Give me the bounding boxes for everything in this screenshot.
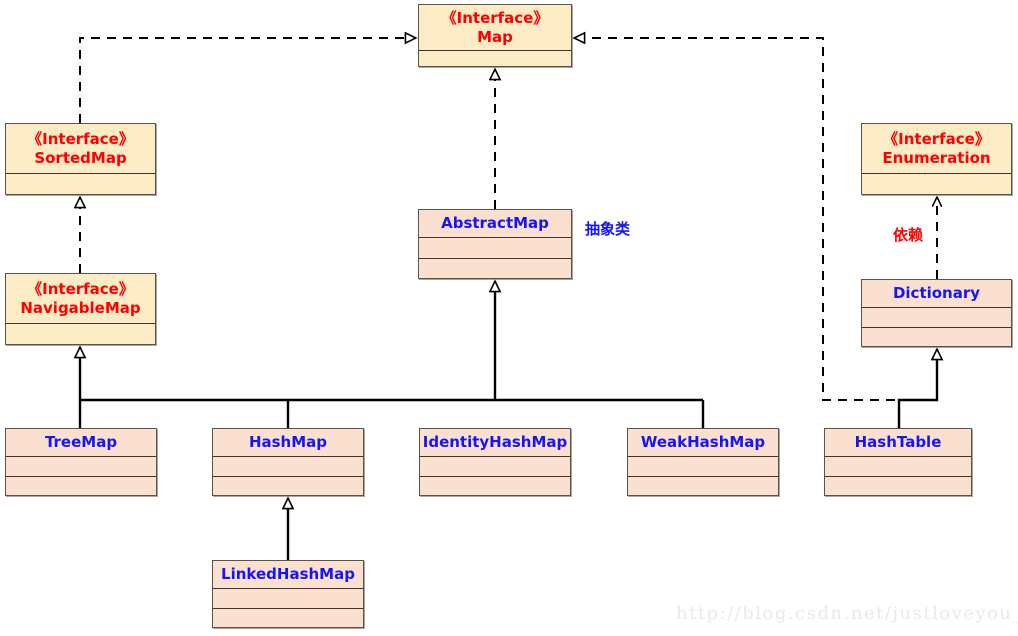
node-hashmap-methods — [213, 477, 363, 496]
edge-bus-abstractmap-subclasses — [80, 281, 705, 428]
annotation-abstract-class: 抽象类 — [585, 220, 631, 238]
node-hashmap-header: HashMap — [213, 429, 363, 457]
node-dictionary-header: Dictionary — [862, 280, 1011, 308]
node-navigablemap-name: NavigableMap — [20, 298, 141, 317]
node-linkedhashmap[interactable]: LinkedHashMap — [212, 560, 364, 628]
node-identityhashmap-header: IdentityHashMap — [420, 429, 570, 457]
node-navigablemap[interactable]: 《Interface》 NavigableMap — [5, 273, 156, 345]
node-linkedhashmap-fields — [213, 589, 363, 609]
node-hashmap[interactable]: HashMap — [212, 428, 364, 496]
node-dictionary-methods — [862, 328, 1011, 347]
node-weakhashmap[interactable]: WeakHashMap — [627, 428, 779, 496]
node-identityhashmap-fields — [420, 457, 570, 477]
node-map[interactable]: 《Interface》 Map — [418, 4, 572, 67]
node-identityhashmap[interactable]: IdentityHashMap — [419, 428, 571, 496]
node-hashtable-name: HashTable — [854, 433, 942, 452]
node-enumeration-stereotype: 《Interface》 — [883, 130, 990, 149]
node-dictionary[interactable]: Dictionary — [861, 279, 1012, 347]
node-identityhashmap-methods — [420, 477, 570, 496]
node-abstractmap[interactable]: AbstractMap — [418, 209, 572, 279]
node-sortedmap[interactable]: 《Interface》 SortedMap — [5, 123, 156, 195]
node-treemap-name: TreeMap — [44, 433, 118, 452]
node-hashtable-methods — [825, 477, 971, 496]
node-linkedhashmap-methods — [213, 609, 363, 628]
node-dictionary-fields — [862, 308, 1011, 328]
node-hashmap-name: HashMap — [248, 433, 328, 452]
node-dictionary-name: Dictionary — [892, 284, 981, 303]
node-sortedmap-stereotype: 《Interface》 — [27, 130, 134, 149]
node-map-header: 《Interface》 Map — [419, 5, 571, 51]
node-navigablemap-header: 《Interface》 NavigableMap — [6, 274, 155, 324]
node-map-stereotype: 《Interface》 — [441, 9, 549, 28]
node-hashtable-fields — [825, 457, 971, 477]
node-weakhashmap-methods — [628, 477, 778, 496]
node-identityhashmap-name: IdentityHashMap — [422, 433, 568, 452]
node-map-name: Map — [477, 27, 513, 46]
node-enumeration-members — [862, 174, 1011, 194]
node-weakhashmap-header: WeakHashMap — [628, 429, 778, 457]
node-treemap-header: TreeMap — [6, 429, 156, 457]
node-sortedmap-members — [6, 174, 155, 194]
node-navigablemap-stereotype: 《Interface》 — [27, 280, 134, 299]
node-linkedhashmap-name: LinkedHashMap — [221, 565, 355, 584]
node-abstractmap-fields — [419, 238, 571, 259]
node-hashtable[interactable]: HashTable — [824, 428, 972, 496]
edge-sortedmap-realizes-map — [79, 38, 416, 123]
node-hashmap-fields — [213, 457, 363, 477]
node-treemap-methods — [6, 477, 156, 496]
node-sortedmap-name: SortedMap — [34, 148, 127, 167]
node-treemap[interactable]: TreeMap — [5, 428, 157, 496]
node-treemap-fields — [6, 457, 156, 477]
node-map-members — [419, 51, 571, 66]
node-hashtable-header: HashTable — [825, 429, 971, 457]
node-enumeration-header: 《Interface》 Enumeration — [862, 124, 1011, 174]
node-weakhashmap-fields — [628, 457, 778, 477]
node-abstractmap-methods — [419, 259, 571, 279]
node-abstractmap-name: AbstractMap — [441, 214, 549, 233]
edge-hashtable-extends-dictionary — [897, 349, 937, 428]
node-enumeration-name: Enumeration — [882, 148, 991, 167]
annotation-dependency: 依赖 — [893, 226, 924, 244]
node-sortedmap-header: 《Interface》 SortedMap — [6, 124, 155, 174]
node-weakhashmap-name: WeakHashMap — [640, 433, 766, 452]
node-navigablemap-members — [6, 324, 155, 344]
node-linkedhashmap-header: LinkedHashMap — [213, 561, 363, 589]
watermark-url: http://blog.csdn.net/justloveyou_ — [676, 603, 1018, 624]
node-abstractmap-header: AbstractMap — [419, 210, 571, 238]
node-enumeration[interactable]: 《Interface》 Enumeration — [861, 123, 1012, 195]
